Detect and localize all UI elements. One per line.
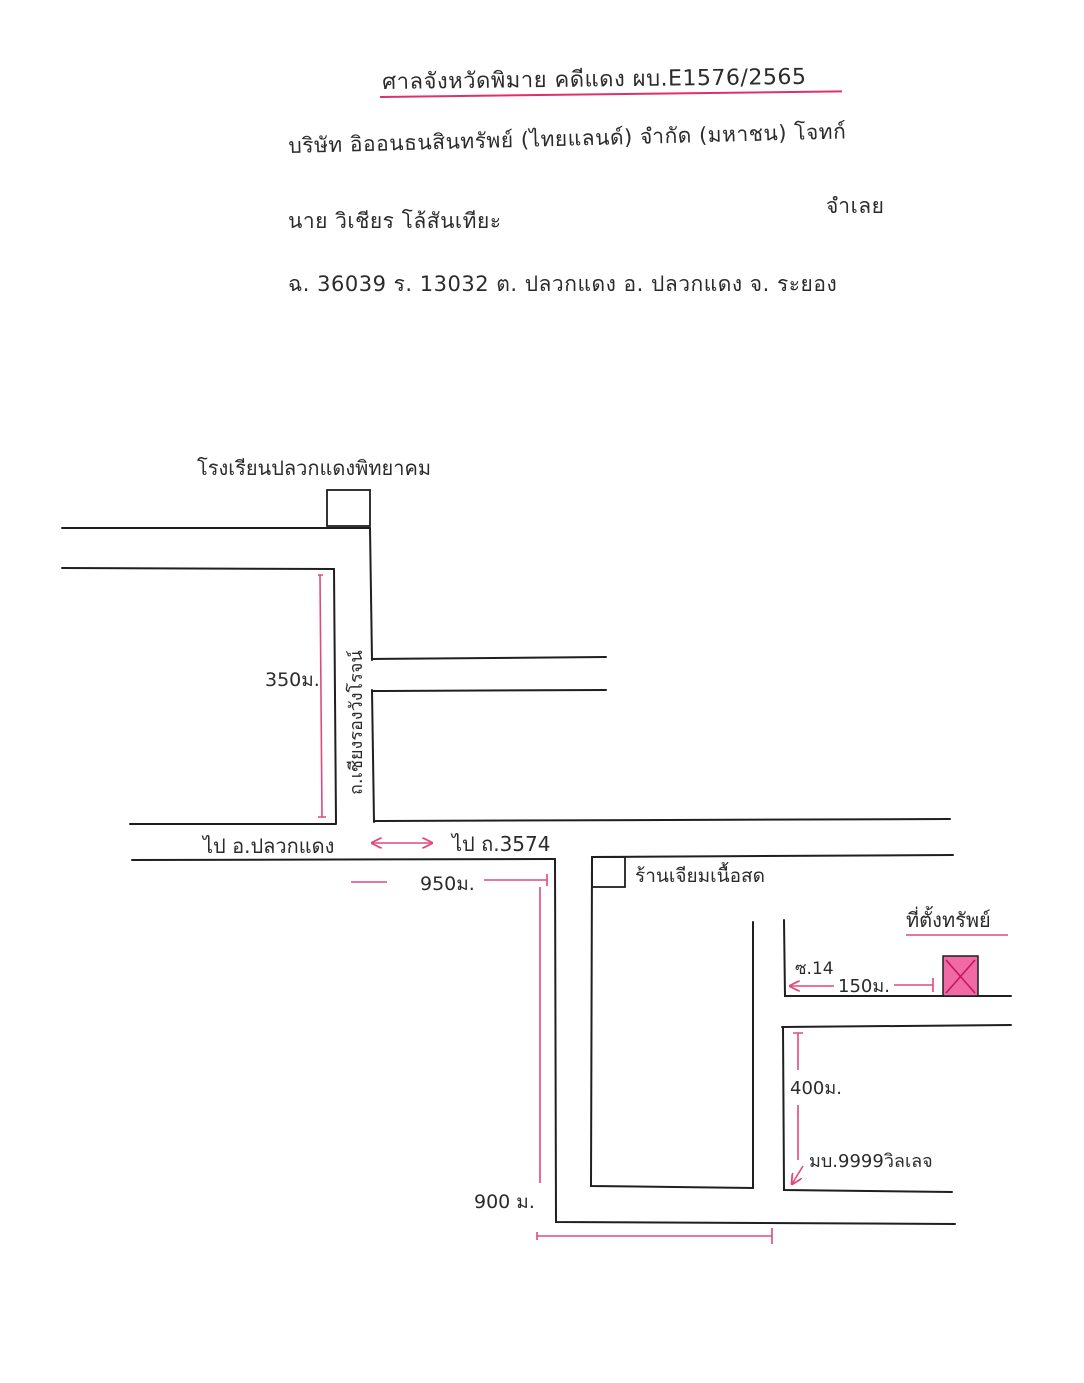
- property-label: ที่ตั้งทรัพย์: [906, 906, 991, 932]
- dim-350-label: 350ม.: [265, 669, 320, 691]
- school-building: [326, 489, 371, 527]
- road-name-label: ถ.เชียงรองวังโรจน์: [345, 650, 367, 795]
- to-pluakdaeng-label: ไป อ.ปลวกแดง: [201, 834, 334, 858]
- soi-label: ซ.14: [795, 959, 834, 979]
- main-road-left-edge: [333, 568, 337, 824]
- dim-150-label: 150ม.: [838, 976, 890, 997]
- property-cross: [945, 959, 976, 994]
- dim-400-line: [793, 1032, 803, 1160]
- highway-top-right-edge: [373, 818, 951, 822]
- highway-bottom-right-edge: [591, 854, 954, 858]
- soi-road-bottom-edge: [781, 1024, 1012, 1028]
- dim-900-label: 900 ม.: [474, 1191, 535, 1213]
- dim-400-label: 400ม.: [790, 1078, 842, 1099]
- dim-350-line: [318, 574, 326, 818]
- dim-950-label: 950ม.: [420, 873, 475, 895]
- dim-950-right: [484, 874, 548, 886]
- main-road-right-edge: [369, 527, 375, 823]
- soi-road-top-edge: [783, 919, 1012, 997]
- defendant-role: จำเลย: [826, 194, 885, 218]
- dim-150-right: [894, 978, 934, 992]
- village-arrow: [792, 1165, 804, 1184]
- side-road-bottom-edge: [372, 689, 607, 692]
- village-road-edge: [782, 1026, 953, 1193]
- upper-road-bottom-edge: [61, 567, 335, 570]
- defendant-name: นาย วิเชียร โล้สันเทียะ: [288, 209, 502, 233]
- side-road-top-edge: [371, 656, 607, 660]
- lower-road-inner-edge: [589, 856, 754, 1190]
- school-label: โรงเรียนปลวกแดงพิทยาคม: [197, 456, 431, 480]
- highway-bottom-left-edge: [131, 858, 556, 861]
- lower-road-outer-edge: [554, 858, 956, 1225]
- to-3574-label: ไป ถ.3574: [450, 832, 550, 856]
- village-label: มบ.9999วิลเลจ: [809, 1151, 933, 1172]
- shop-label: ร้านเจียมเนื้อสด: [635, 862, 765, 887]
- land-deed-line: ฉ. 36039 ร. 13032 ต. ปลวกแดง อ. ปลวกแดง …: [288, 272, 838, 296]
- shop-building: [591, 856, 626, 888]
- dim-900-horizontal: [536, 1228, 773, 1244]
